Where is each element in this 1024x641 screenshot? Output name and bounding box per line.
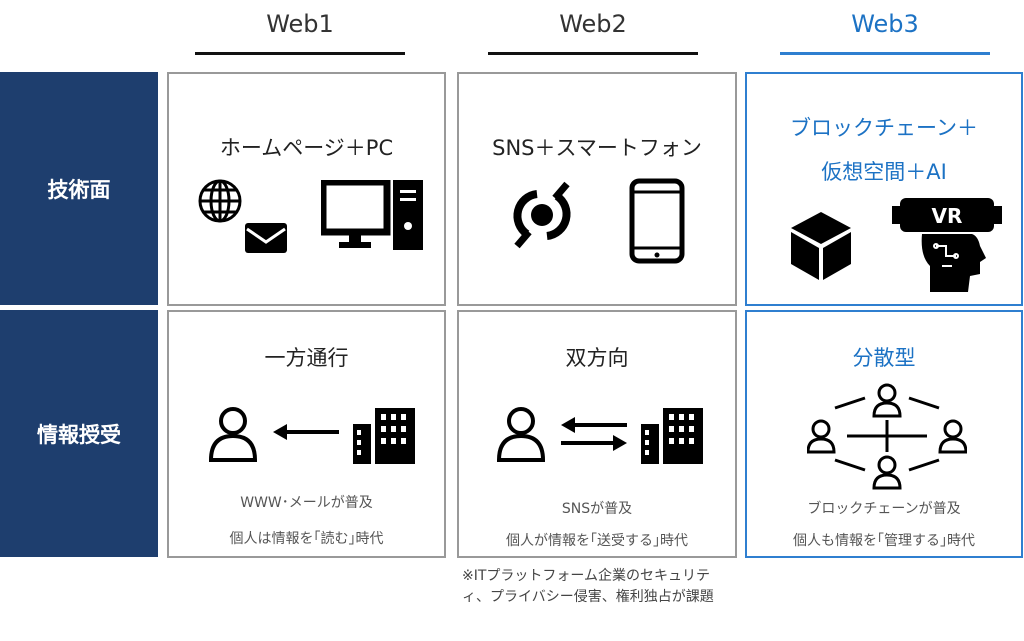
globe-icon (198, 179, 242, 223)
card-desc-1: ブロックチェーンが普及 (807, 501, 961, 517)
card-web3-info: 分散型 ブロックチェーンが普及 個人も情報を｢管理する｣時代 (745, 310, 1023, 558)
decentralized-network-icon (807, 383, 967, 490)
card-web2-info: 双方向 SNSが普及 個人が情報を｢送受する｣時代 (457, 310, 737, 558)
row-label-tech: 技術面 (0, 72, 158, 305)
bidirectional-arrows-icon (561, 417, 627, 451)
vr-headset-icon: VR (892, 198, 1002, 292)
row-label-info: 情報授受 (0, 310, 158, 557)
column-header-web1: Web1 (266, 10, 334, 38)
column-header-web3: Web3 (851, 10, 919, 38)
divider (195, 52, 405, 55)
card-web3-tech: ブロックチェーン＋ 仮想空間＋AI VR (745, 72, 1023, 306)
building-icon (641, 408, 703, 464)
desktop-pc-icon (321, 180, 423, 250)
card-web1-tech: ホームページ＋PC (167, 72, 446, 306)
card-desc-2: 個人は情報を｢読む｣時代 (229, 531, 384, 547)
person-icon (496, 407, 546, 462)
card-title: 一方通行 (264, 346, 349, 370)
card-desc-1: SNSが普及 (561, 501, 633, 517)
sns-icon (513, 181, 571, 249)
building-icon (353, 408, 415, 464)
card-title: 分散型 (852, 346, 916, 370)
svg-text:VR: VR (932, 204, 963, 228)
arrow-left-icon (273, 424, 339, 440)
mail-icon (245, 223, 287, 253)
card-title-line1: ブロックチェーン＋ (790, 116, 978, 140)
person-icon (208, 407, 258, 462)
card-title: 双方向 (565, 346, 629, 370)
divider (780, 52, 990, 55)
smartphone-icon (629, 178, 685, 264)
divider (488, 52, 698, 55)
card-title-line2: 仮想空間＋AI (821, 160, 947, 184)
cube-icon (791, 212, 851, 280)
card-web1-info: 一方通行 WWW･メールが普及 個人は情報を｢読む｣時代 (167, 310, 446, 558)
card-title: ホームページ＋PC (219, 136, 394, 160)
card-desc-2: 個人も情報を｢管理する｣時代 (793, 533, 975, 549)
column-header-web2: Web2 (559, 10, 627, 38)
card-desc-1: WWW･メールが普及 (240, 495, 373, 511)
card-web2-tech: SNS＋スマートフォン (457, 72, 737, 306)
card-title: SNS＋スマートフォン (492, 136, 702, 160)
footnote: ※ITプラットフォーム企業のセキュリティ、プライバシー侵害、権利独占が課題 (462, 568, 714, 605)
card-desc-2: 個人が情報を｢送受する｣時代 (506, 533, 688, 549)
